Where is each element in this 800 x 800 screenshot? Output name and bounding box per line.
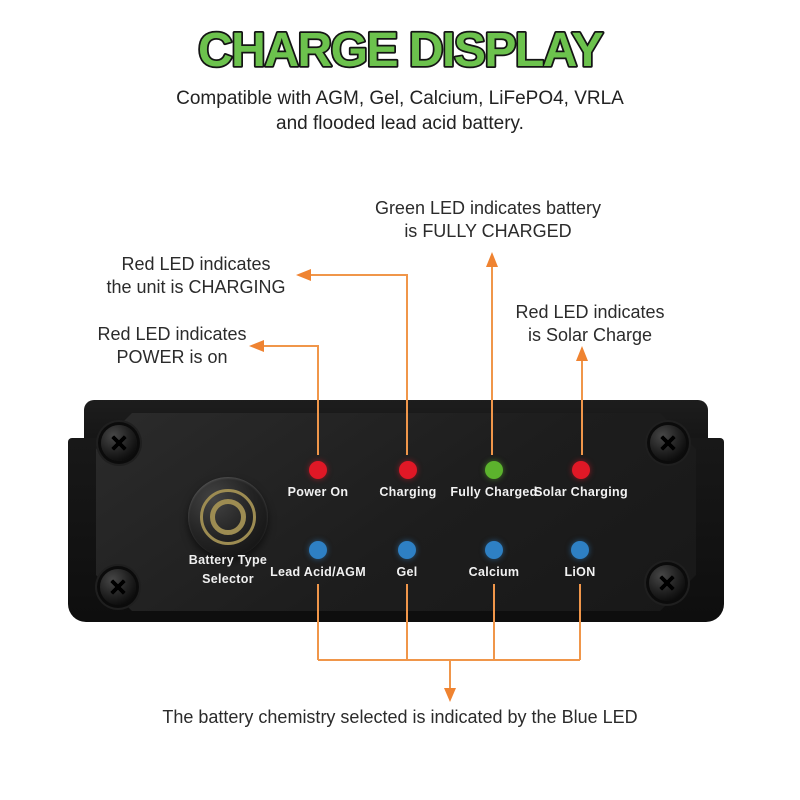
selector-label: Battery Type Selector — [148, 551, 308, 589]
lion-led-icon — [571, 541, 589, 559]
note-battery-chemistry: The battery chemistry selected is indica… — [162, 707, 638, 727]
note-solar-charge: Red LED indicates is Solar Charge — [470, 301, 710, 347]
note-solar-charge-line2: is Solar Charge — [527, 325, 653, 345]
calcium-label: Calcium — [468, 565, 520, 579]
selector-label-line1: Battery Type — [188, 553, 268, 567]
note-fully-charged-line1: Green LED indicates battery — [374, 198, 602, 218]
note-power-on-line2: POWER is on — [116, 347, 228, 367]
note-solar-charge-line1: Red LED indicates — [515, 302, 665, 322]
note-charging-line2: the unit is CHARGING — [106, 277, 286, 297]
note-charging: Red LED indicates the unit is CHARGING — [66, 253, 326, 299]
subtitle-line-1: Compatible with AGM, Gel, Calcium, LiFeP… — [176, 88, 624, 109]
charging-led-icon — [399, 461, 417, 479]
power-on-led-icon — [309, 461, 327, 479]
solar-charging-label: Solar Charging — [534, 485, 628, 499]
note-power-on-line1: Red LED indicates — [97, 324, 247, 344]
gel-led-icon — [398, 541, 416, 559]
page-title: CHARGE DISPLAY — [198, 24, 603, 77]
page-title-graphic: CHARGE DISPLAY — [196, 22, 606, 79]
selector-gold-ring-inner-icon — [210, 499, 246, 535]
screw-bottom-right-icon — [649, 565, 685, 601]
fully-charged-led-icon — [485, 461, 503, 479]
charging-label: Charging — [379, 485, 437, 499]
lead-acid-agm-led-icon — [309, 541, 327, 559]
screw-top-right-icon — [650, 425, 686, 461]
gel-label: Gel — [396, 565, 418, 579]
subtitle-line-2: and flooded lead acid battery. — [276, 113, 524, 134]
fully-charged-label: Fully Charged — [450, 485, 538, 499]
calcium-led-icon — [485, 541, 503, 559]
screw-top-left-icon — [101, 425, 137, 461]
selector-gold-ring-outer-icon — [200, 489, 256, 545]
note-fully-charged: Green LED indicates battery is FULLY CHA… — [338, 197, 638, 243]
battery-type-selector-button — [188, 477, 268, 557]
selector-label-line2: Selector — [202, 572, 254, 586]
note-power-on: Red LED indicates POWER is on — [52, 323, 292, 369]
note-charging-line1: Red LED indicates — [121, 254, 271, 274]
lead-acid-agm-label: Lead Acid/AGM — [270, 565, 366, 579]
power-on-label: Power On — [287, 485, 349, 499]
note-fully-charged-line2: is FULLY CHARGED — [404, 221, 572, 241]
subtitle: Compatible with AGM, Gel, Calcium, LiFeP… — [0, 86, 800, 136]
solar-charging-led-icon — [572, 461, 590, 479]
lion-label: LiON — [564, 565, 596, 579]
screw-bottom-left-icon — [100, 569, 136, 605]
